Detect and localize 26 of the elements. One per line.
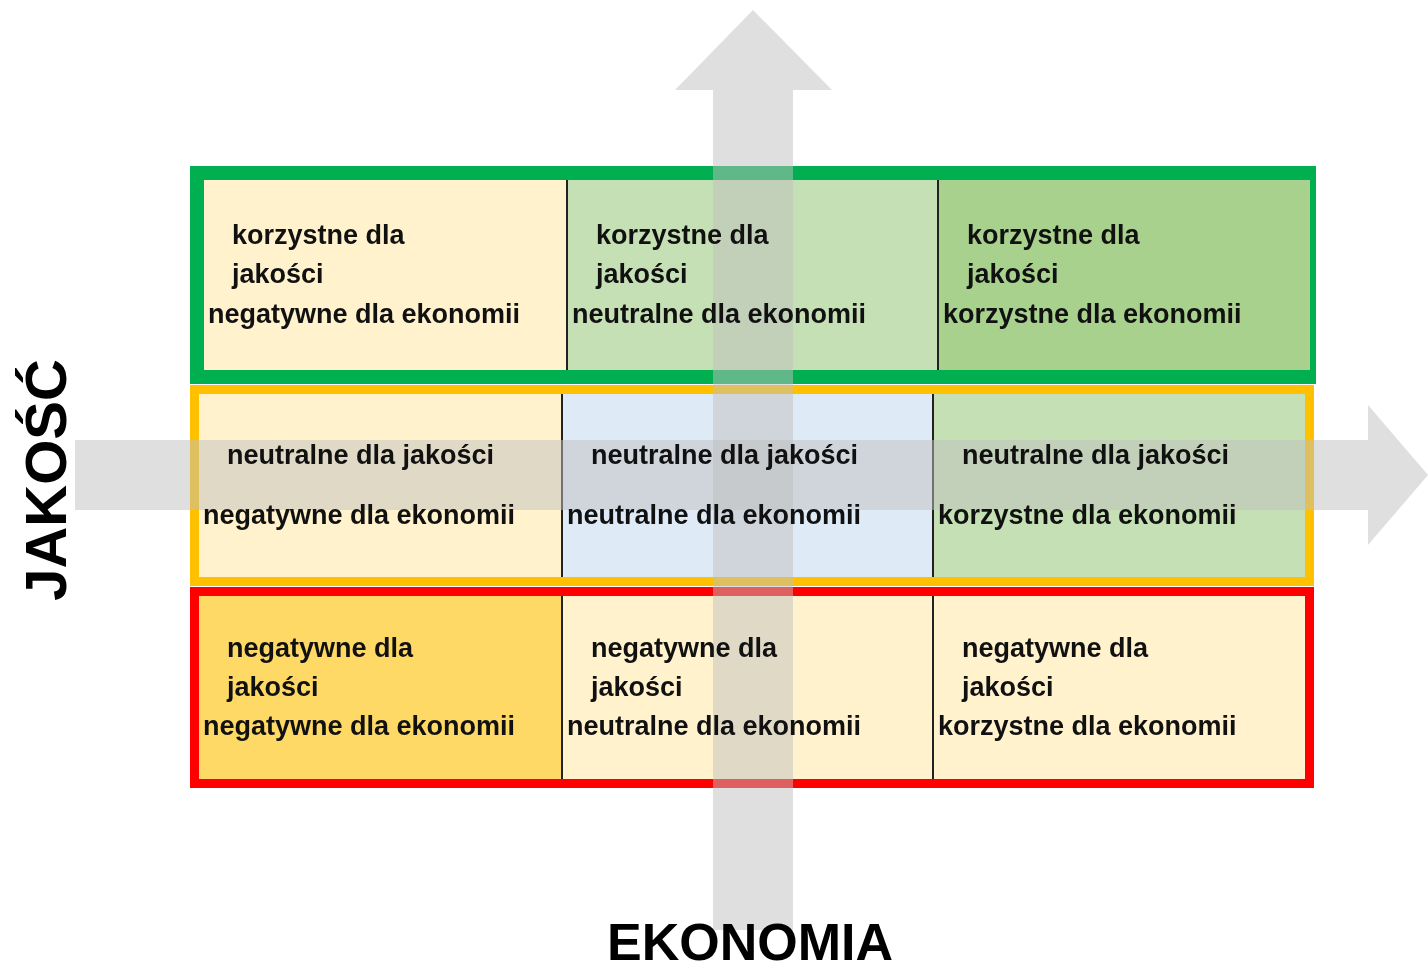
cell-text: korzystne dla ekonomii	[938, 498, 1237, 532]
axis-label: JAKOŚĆ	[11, 359, 79, 601]
matrix-cell	[199, 596, 561, 779]
cell-text: korzystne dla ekonomii	[938, 710, 1237, 744]
matrix-cell	[566, 180, 937, 370]
cell-text: neutralne dla ekonomii	[572, 297, 867, 331]
cell-text: negatywne dla ekonomii	[203, 498, 516, 532]
cell-text: negatywne dla ekonomii	[203, 710, 516, 744]
cell-text: neutralne dla jakości	[961, 439, 1230, 473]
cell-text: neutralne dla jakości	[590, 439, 859, 473]
cell-text: neutralne dla jakości	[226, 439, 495, 473]
matrix-cell	[932, 394, 1305, 577]
cell-text: negatywne dla ekonomii	[208, 297, 521, 331]
cell-text: korzystne dla ekonomii	[943, 297, 1242, 331]
matrix-cell	[199, 394, 561, 577]
matrix-cell	[204, 180, 566, 370]
axis-label: EKONOMIA	[607, 912, 893, 970]
cell-text: neutralne dla ekonomii	[567, 710, 862, 744]
cell-text: neutralne dla ekonomii	[567, 498, 862, 532]
quadrant-band	[190, 385, 1314, 586]
matrix-cell	[932, 596, 1305, 779]
quadrant-band	[190, 587, 1314, 788]
matrix-cell	[561, 394, 932, 577]
matrix-cell	[561, 596, 932, 779]
quadrant-band	[190, 166, 1316, 384]
matrix-cell	[937, 180, 1310, 370]
